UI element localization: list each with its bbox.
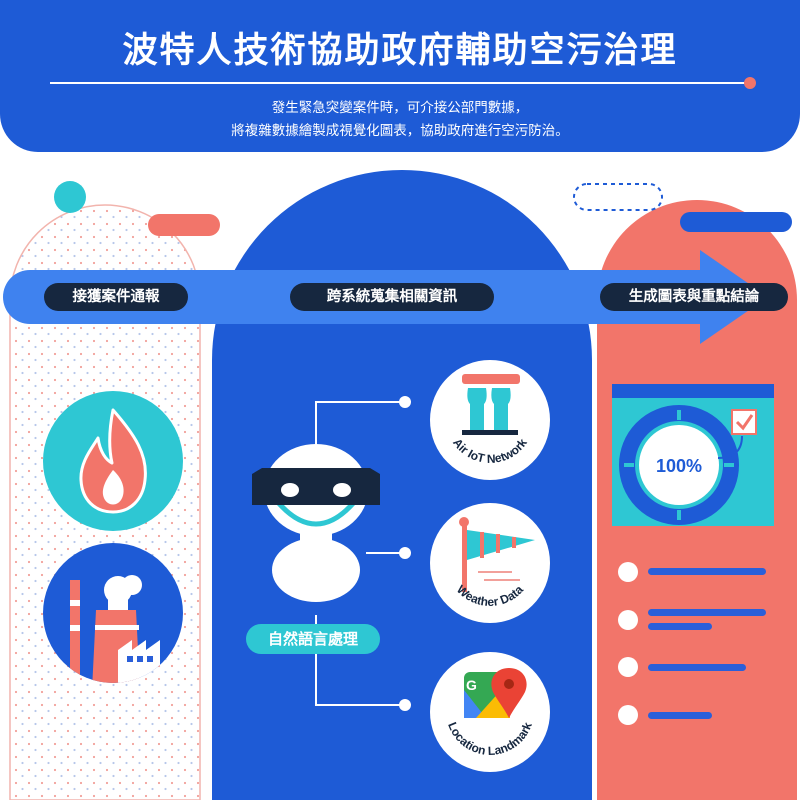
robot-icon	[252, 444, 380, 602]
result-bar-2a	[648, 609, 766, 616]
result-bullet-2	[618, 610, 638, 630]
location-icon: G	[430, 652, 550, 772]
header-banner	[0, 0, 800, 152]
weather-icon	[430, 503, 550, 623]
title-underline-dot	[744, 77, 756, 89]
result-bar-4	[648, 712, 712, 719]
connector-dot-3	[399, 699, 411, 711]
result-bullet-1	[618, 562, 638, 582]
subtitle-line-1: 發生緊急突變案件時，可介接公部門數據，	[271, 100, 529, 116]
factory-icon	[43, 543, 183, 683]
svg-text:G: G	[466, 677, 477, 693]
subtitle-line-2: 將複雜數據繪製成視覺化圖表，協助政府進行空污防治。	[231, 123, 569, 139]
svg-text:Weather Data: Weather Data	[454, 582, 526, 609]
stage-label-2: 跨系統蒐集相關資訊	[290, 283, 494, 311]
result-bar-2b	[648, 623, 712, 630]
title-underline	[50, 82, 750, 84]
result-bar-3	[648, 664, 746, 671]
svg-text:Location Landmark: Location Landmark	[445, 720, 535, 758]
decor-dashed-pill	[573, 183, 663, 211]
stage-label-3: 生成圖表與重點結論	[600, 283, 788, 311]
svg-text:Air IoT Network: Air IoT Network	[450, 436, 530, 466]
report-panel	[612, 384, 774, 526]
decor-teal-dot	[54, 181, 86, 213]
result-bullet-3	[618, 657, 638, 677]
report-percent: 100%	[656, 456, 702, 476]
connector-dot-2	[399, 547, 411, 559]
connector-dot-1	[399, 396, 411, 408]
source-label-weather: Weather Data	[454, 582, 526, 609]
stage-label-1: 接獲案件通報	[44, 283, 188, 311]
result-bar-1	[648, 568, 766, 575]
decor-coral-pill	[148, 214, 220, 236]
air-iot-icon	[430, 360, 550, 480]
fire-icon	[43, 391, 183, 531]
nlp-label: 自然語言處理	[246, 624, 380, 654]
result-bullet-4	[618, 705, 638, 725]
source-label-air-iot: Air IoT Network	[450, 436, 530, 466]
decor-blue-pill	[680, 212, 792, 232]
page-title: 波特人技術協助政府輔助空污治理	[122, 31, 678, 71]
source-label-location: Location Landmark	[445, 720, 535, 758]
